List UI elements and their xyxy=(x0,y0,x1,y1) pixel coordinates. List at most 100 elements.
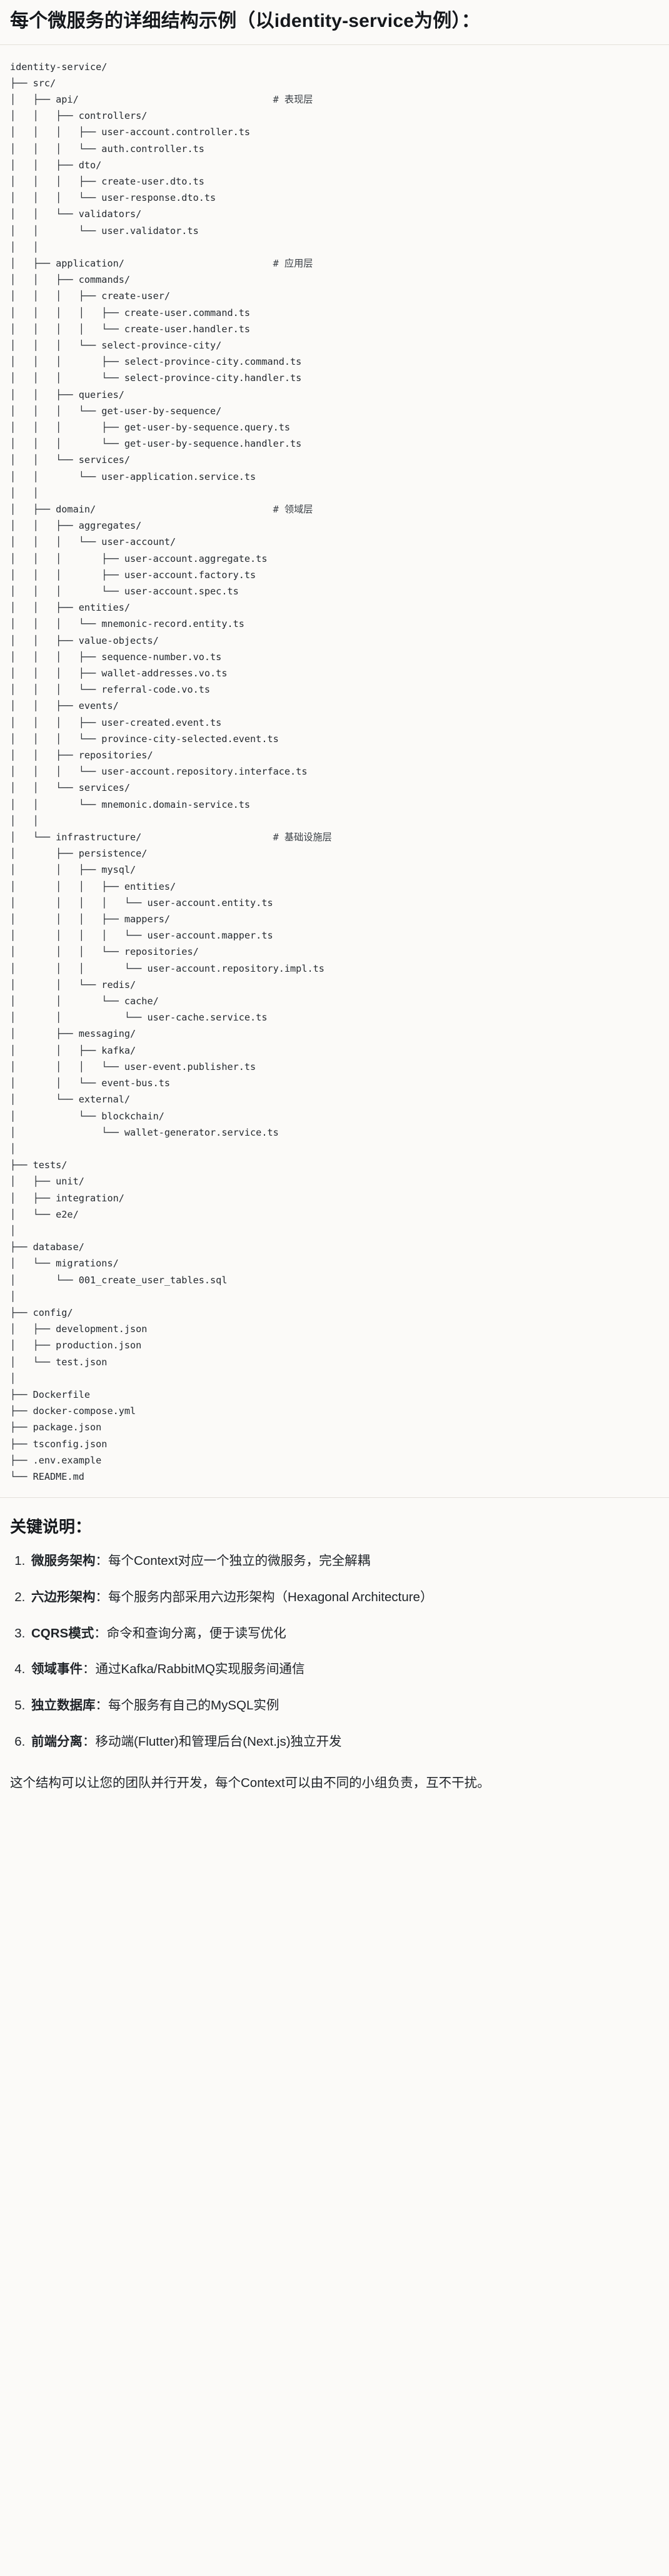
tree-line: │ │ │ ├── user-account.controller.ts xyxy=(10,126,251,138)
tree-line: │ │ │ │ └── create-user.handler.ts xyxy=(10,323,251,335)
tree-line: │ ├── unit/ xyxy=(10,1176,84,1188)
tree-line: │ │ ├── entities/ xyxy=(10,602,131,614)
tree-line: │ │ │ └── select-province-city/ xyxy=(10,339,222,351)
tree-line: ├── tsconfig.json xyxy=(10,1438,108,1450)
key-point-description: 通过Kafka/RabbitMQ实现服务间通信 xyxy=(95,1662,305,1677)
tree-line: ├── tests/ xyxy=(10,1159,68,1171)
key-points-section: 关键说明： 微服务架构：每个Context对应一个独立的微服务，完全解耦六边形架… xyxy=(0,1498,669,1757)
tree-line: ├── .env.example xyxy=(10,1454,102,1466)
tree-line-comment: # 应用层 xyxy=(273,257,313,269)
tree-line: ├── docker-compose.yml xyxy=(10,1405,136,1417)
tree-line: │ │ │ └── user-event.publisher.ts xyxy=(10,1061,256,1072)
key-point-item: 六边形架构：每个服务内部采用六边形架构（Hexagonal Architectu… xyxy=(29,1587,659,1607)
key-point-separator: ： xyxy=(94,1626,107,1641)
tree-line: │ │ xyxy=(10,241,39,253)
tree-line: │ ├── domain/ xyxy=(10,503,273,515)
key-point-term: 微服务架构 xyxy=(31,1554,96,1569)
tree-line: │ │ │ │ └── user-account.mapper.ts xyxy=(10,930,273,942)
document-page: 每个微服务的详细结构示例（以identity-service为例）： ident… xyxy=(0,0,669,1813)
tree-line: └── README.md xyxy=(10,1470,84,1482)
tree-line: │ │ │ └── select-province-city.handler.t… xyxy=(10,372,302,384)
tree-line: │ └── 001_create_user_tables.sql xyxy=(10,1274,228,1286)
tree-line: │ │ └── services/ xyxy=(10,454,131,466)
key-point-item: 前端分离：移动端(Flutter)和管理后台(Next.js)独立开发 xyxy=(29,1732,659,1752)
key-point-separator: ： xyxy=(83,1662,96,1677)
tree-line: │ │ │ ├── entities/ xyxy=(10,880,176,892)
tree-line: │ │ └── user-cache.service.ts xyxy=(10,1012,268,1024)
tree-line: │ │ └── event-bus.ts xyxy=(10,1077,171,1089)
tree-line: identity-service/ xyxy=(10,61,108,73)
tree-divider xyxy=(0,1497,669,1499)
tree-line: │ │ └── cache/ xyxy=(10,995,159,1007)
tree-line: ├── src/ xyxy=(10,77,56,89)
tree-line: │ ├── messaging/ xyxy=(10,1028,136,1040)
tree-line: │ │ │ └── user-response.dto.ts xyxy=(10,192,216,204)
tree-line: │ │ │ └── mnemonic-record.entity.ts xyxy=(10,618,244,630)
tree-line: │ │ └── validators/ xyxy=(10,208,142,220)
tree-line: │ └── blockchain/ xyxy=(10,1110,164,1122)
tree-line-comment: # 表现层 xyxy=(273,93,313,105)
tree-line: │ │ │ ├── user-created.event.ts xyxy=(10,716,222,728)
key-point-separator: ： xyxy=(95,1589,109,1604)
tree-line: │ │ └── user.validator.ts xyxy=(10,225,199,237)
tree-line: │ xyxy=(10,1143,16,1154)
closing-paragraph: 这个结构可以让您的团队并行开发，每个Context可以由不同的小组负责，互不干扰… xyxy=(10,1775,490,1790)
tree-line: │ xyxy=(10,1224,16,1236)
page-title: 每个微服务的详细结构示例（以identity-service为例）： xyxy=(10,11,480,31)
tree-line: │ └── test.json xyxy=(10,1356,108,1368)
tree-line: │ │ │ └── user-account/ xyxy=(10,536,176,548)
tree-line: │ └── e2e/ xyxy=(10,1208,79,1220)
key-point-description: 移动端(Flutter)和管理后台(Next.js)独立开发 xyxy=(95,1734,342,1749)
key-point-description: 每个服务有自己的MySQL实例 xyxy=(108,1698,279,1713)
tree-line: │ xyxy=(10,1372,16,1384)
tree-line: │ │ xyxy=(10,487,39,499)
tree-line: │ │ │ └── get-user-by-sequence/ xyxy=(10,405,222,417)
key-point-term: 六边形架构 xyxy=(31,1589,96,1604)
tree-line: ├── Dockerfile xyxy=(10,1388,91,1400)
tree-line: │ ├── development.json xyxy=(10,1323,148,1335)
tree-line: │ │ ├── repositories/ xyxy=(10,750,153,761)
tree-line: │ │ │ ├── user-account.aggregate.ts xyxy=(10,552,268,564)
key-points-list: 微服务架构：每个Context对应一个独立的微服务，完全解耦六边形架构：每个服务… xyxy=(10,1551,659,1752)
tree-line: │ │ ├── commands/ xyxy=(10,274,131,286)
tree-line: │ │ │ └── get-user-by-sequence.handler.t… xyxy=(10,438,302,450)
tree-line: │ ├── application/ xyxy=(10,257,273,269)
tree-line-comment: # 基础设施层 xyxy=(273,832,332,843)
key-point-term: 前端分离 xyxy=(31,1734,83,1749)
tree-line: │ │ └── user-application.service.ts xyxy=(10,471,256,482)
tree-line: │ xyxy=(10,1290,16,1302)
tree-line: │ └── migrations/ xyxy=(10,1258,119,1270)
key-point-term: 领域事件 xyxy=(31,1662,83,1677)
tree-line: │ │ │ ├── mappers/ xyxy=(10,914,171,925)
tree-line: │ │ │ │ └── user-account.entity.ts xyxy=(10,897,273,909)
key-point-term: 独立数据库 xyxy=(31,1698,96,1713)
key-point-separator: ： xyxy=(95,1698,109,1713)
tree-line: │ │ │ └── auth.controller.ts xyxy=(10,143,204,155)
key-point-item: 领域事件：通过Kafka/RabbitMQ实现服务间通信 xyxy=(29,1659,659,1679)
tree-line: │ ├── api/ xyxy=(10,93,273,105)
tree-line: │ │ │ │ ├── create-user.command.ts xyxy=(10,307,251,318)
key-point-description: 命令和查询分离，便于读写优化 xyxy=(106,1626,286,1641)
tree-line: │ │ ├── value-objects/ xyxy=(10,634,159,646)
tree-line: │ │ └── redis/ xyxy=(10,979,136,990)
key-points-title: 关键说明： xyxy=(10,1517,92,1537)
directory-tree: identity-service/ ├── src/ │ ├── api/ # … xyxy=(10,59,659,1485)
tree-line: │ │ ├── events/ xyxy=(10,700,119,712)
tree-line-comment: # 领域层 xyxy=(273,503,313,515)
tree-line: │ └── external/ xyxy=(10,1094,131,1106)
tree-line: │ │ │ ├── sequence-number.vo.ts xyxy=(10,651,222,663)
key-point-item: 独立数据库：每个服务有自己的MySQL实例 xyxy=(29,1696,659,1716)
tree-line: │ │ ├── kafka/ xyxy=(10,1044,136,1056)
tree-line: ├── database/ xyxy=(10,1241,84,1253)
title-divider xyxy=(0,44,669,45)
tree-line: │ │ ├── queries/ xyxy=(10,389,124,400)
tree-line: │ └── infrastructure/ xyxy=(10,832,273,843)
key-point-item: CQRS模式：命令和查询分离，便于读写优化 xyxy=(29,1624,659,1644)
tree-line: │ │ ├── aggregates/ xyxy=(10,520,142,532)
tree-line: │ │ └── mnemonic.domain-service.ts xyxy=(10,798,251,810)
tree-line: │ │ │ ├── get-user-by-sequence.query.ts xyxy=(10,421,291,433)
tree-line: │ │ │ └── province-city-selected.event.t… xyxy=(10,733,279,745)
tree-line: ├── config/ xyxy=(10,1306,73,1318)
tree-line: │ │ │ └── user-account.repository.impl.t… xyxy=(10,962,324,974)
tree-line: │ │ │ ├── user-account.factory.ts xyxy=(10,569,256,581)
